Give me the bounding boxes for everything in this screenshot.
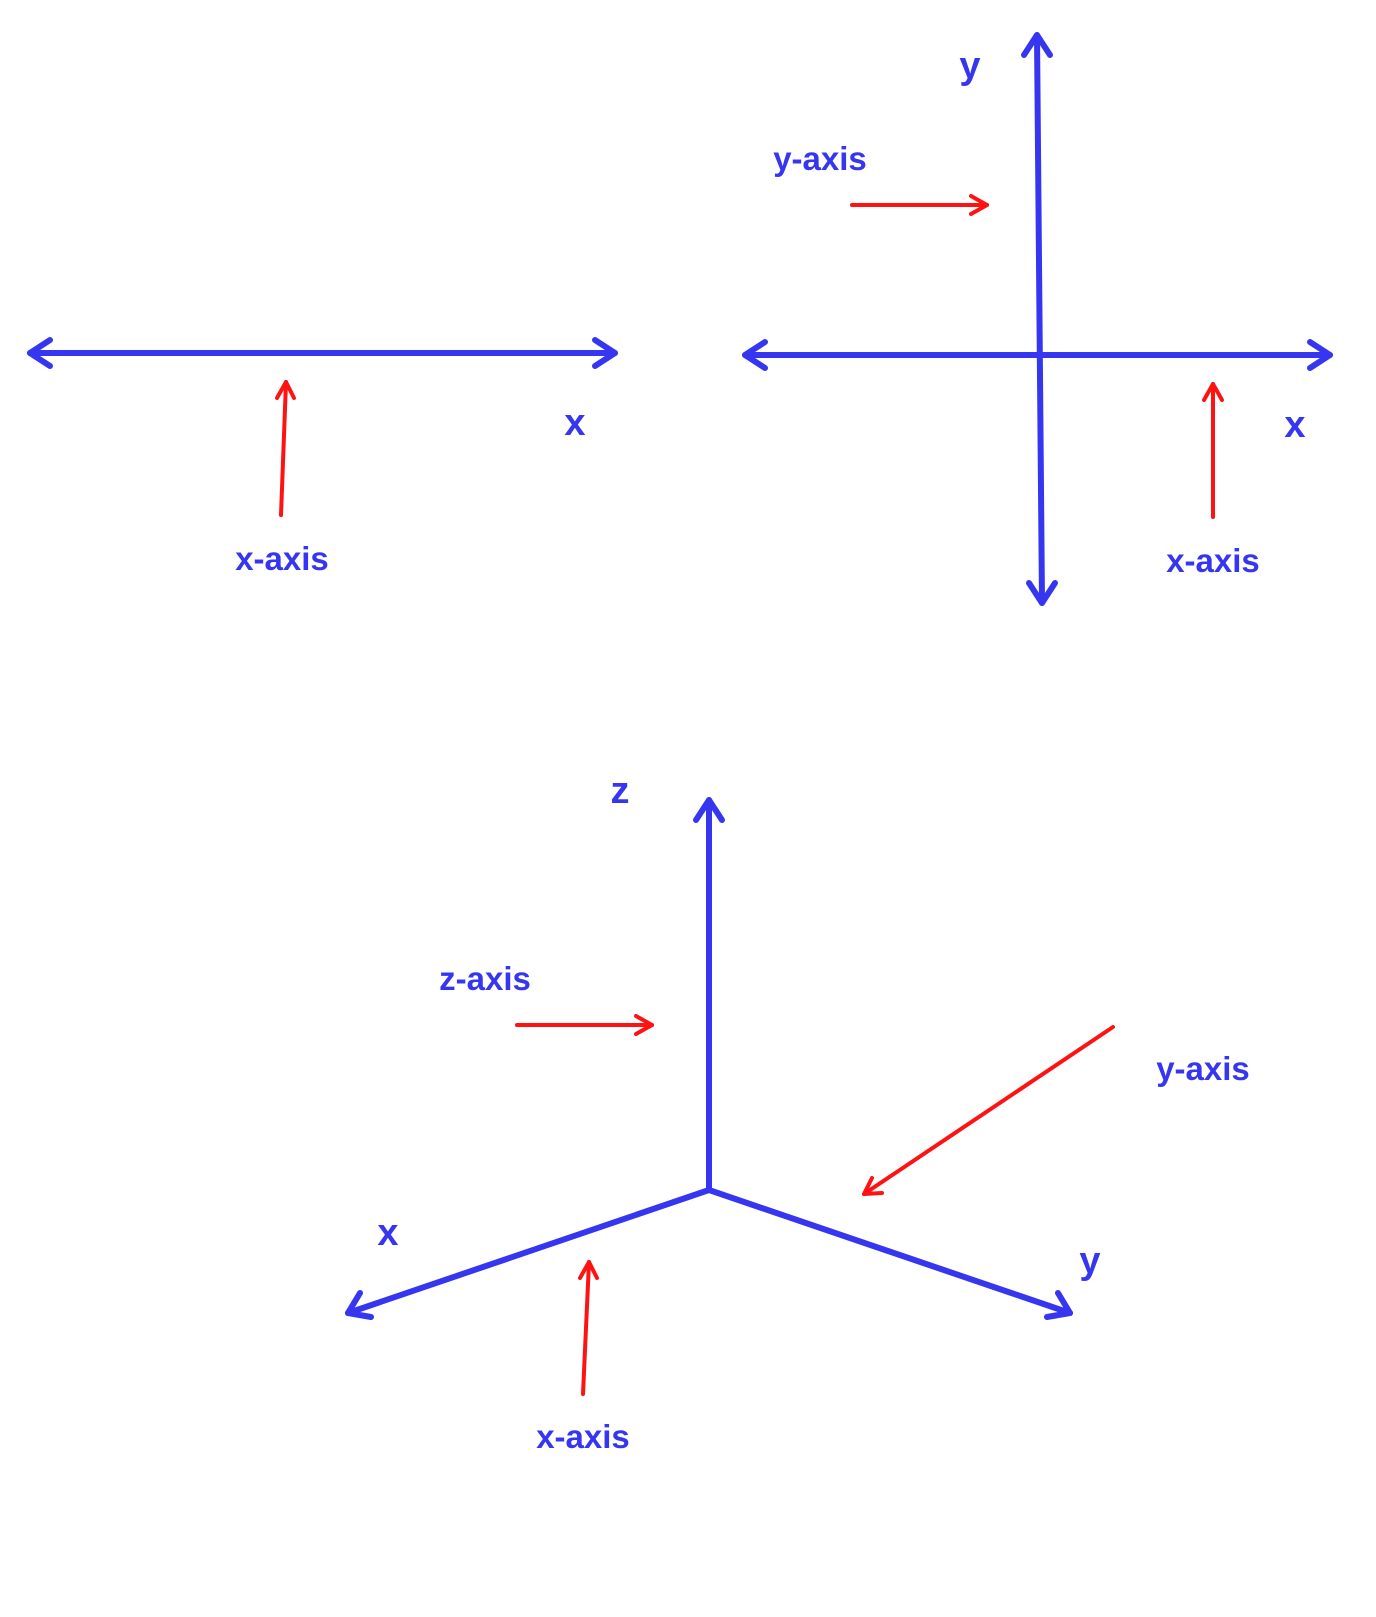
panel-3d: z x y z-axis y-axis x-axis <box>345 770 1250 1455</box>
panel-3d-y-axis-line <box>706 1187 1073 1316</box>
panel-1d: x x-axis <box>27 337 618 577</box>
panel-3d-x-axis-label: x-axis <box>536 1418 630 1455</box>
panel-3d-z-axis-pointer-arrowhead <box>634 1014 654 1036</box>
panel-2d-y-axis-pointer-arrowhead <box>969 194 989 216</box>
panel-3d-x-axis-arrowhead <box>345 1290 374 1320</box>
panel-1d-x-axis-pointer-arrowhead <box>275 380 296 400</box>
panel-3d-y-axis-pointer-arrow <box>862 1025 1115 1196</box>
panel-3d-y-axis-arrowhead <box>1044 1290 1073 1320</box>
panel-2d-y-axis-label: y-axis <box>773 140 867 177</box>
panel-2d-x-axis-pointer-arrowhead <box>1202 382 1224 402</box>
panel-3d-x-axis-line <box>345 1187 712 1316</box>
panel-1d-x-axis-pointer-arrow <box>279 380 288 517</box>
panel-2d-y-axis-top-arrowhead <box>1021 32 1053 58</box>
panel-3d-x-letter: x <box>377 1212 398 1254</box>
panel-2d-y-letter: y <box>959 45 980 87</box>
panel-2d: y x y-axis x-axis <box>742 32 1333 606</box>
panel-3d-y-axis-pointer-arrowhead <box>862 1176 884 1196</box>
panel-2d-x-axis-label: x-axis <box>1166 542 1260 579</box>
panel-3d-y-axis-label: y-axis <box>1156 1050 1250 1087</box>
panel-2d-y-axis-bottom-arrowhead <box>1026 580 1058 606</box>
panel-1d-x-axis-left-arrowhead <box>27 337 53 369</box>
panel-3d-z-letter: z <box>611 770 630 812</box>
panel-1d-x-letter: x <box>564 402 585 444</box>
panel-2d-x-axis-right-arrowhead <box>1307 339 1333 371</box>
panel-2d-x-letter: x <box>1284 404 1305 446</box>
panel-3d-x-axis-pointer-arrow <box>581 1260 591 1396</box>
panel-3d-z-axis-arrowhead <box>693 797 725 823</box>
panel-2d-x-axis-left-arrowhead <box>742 339 768 371</box>
panel-1d-x-axis-right-arrowhead <box>592 337 618 369</box>
panel-3d-z-axis-label: z-axis <box>439 960 531 997</box>
panel-3d-x-axis-pointer-arrowhead <box>578 1260 599 1280</box>
panel-2d-y-axis-line <box>1034 32 1045 606</box>
panel-3d-y-letter: y <box>1079 1240 1100 1282</box>
panel-1d-x-axis-label: x-axis <box>235 540 329 577</box>
